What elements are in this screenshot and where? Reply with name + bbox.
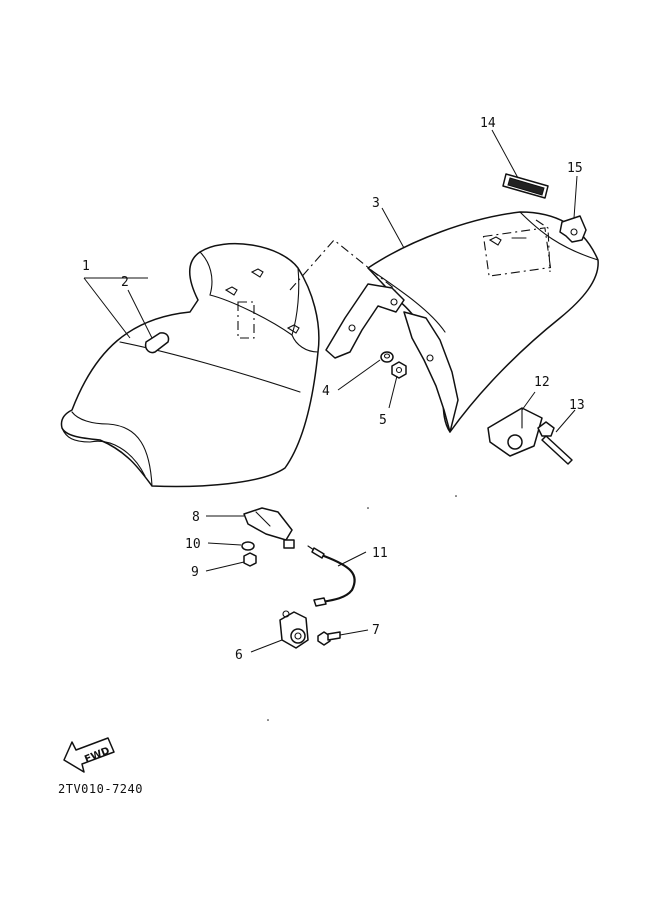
emblem [502,173,549,199]
seat-main [60,242,320,488]
lock-cylinder [279,610,309,649]
callout-8: 8 [192,510,200,525]
callout-6: 6 [235,648,243,663]
callout-labels: 1 2 3 4 5 6 7 8 9 10 11 12 13 14 15 [82,116,585,663]
bolt-9 [243,552,257,567]
callout-13: 13 [569,398,585,413]
collar-washer [380,351,394,363]
assembly-link [289,239,397,291]
callout-15: 15 [567,161,583,176]
callout-10: 10 [185,537,201,552]
diagram-code: 2TV010-7240 [58,782,143,796]
seat-rear-cowl [325,211,599,433]
callout-2: 2 [121,275,129,290]
fwd-arrow-icon: FWD [63,737,115,773]
screw-7 [317,631,341,646]
seat-hook [144,332,170,354]
callout-5: 5 [379,413,387,428]
callout-12: 12 [534,375,550,390]
callout-4: 4 [322,384,330,399]
callout-7: 7 [372,623,380,638]
callout-3: 3 [372,196,380,211]
lock-bracket [243,507,295,549]
speck [267,719,269,721]
callout-14: 14 [480,116,496,131]
clip-15 [559,215,587,243]
washer-10 [241,541,255,551]
callout-1: 1 [82,259,90,274]
speck [455,495,457,497]
leader-lines [83,129,578,653]
bolt-13 [537,421,573,465]
callout-9: 9 [191,565,199,580]
callout-11: 11 [372,546,388,561]
seat-lock-cable [307,545,356,607]
speck [367,507,369,509]
nut [391,361,407,379]
seat-lock [487,407,543,457]
